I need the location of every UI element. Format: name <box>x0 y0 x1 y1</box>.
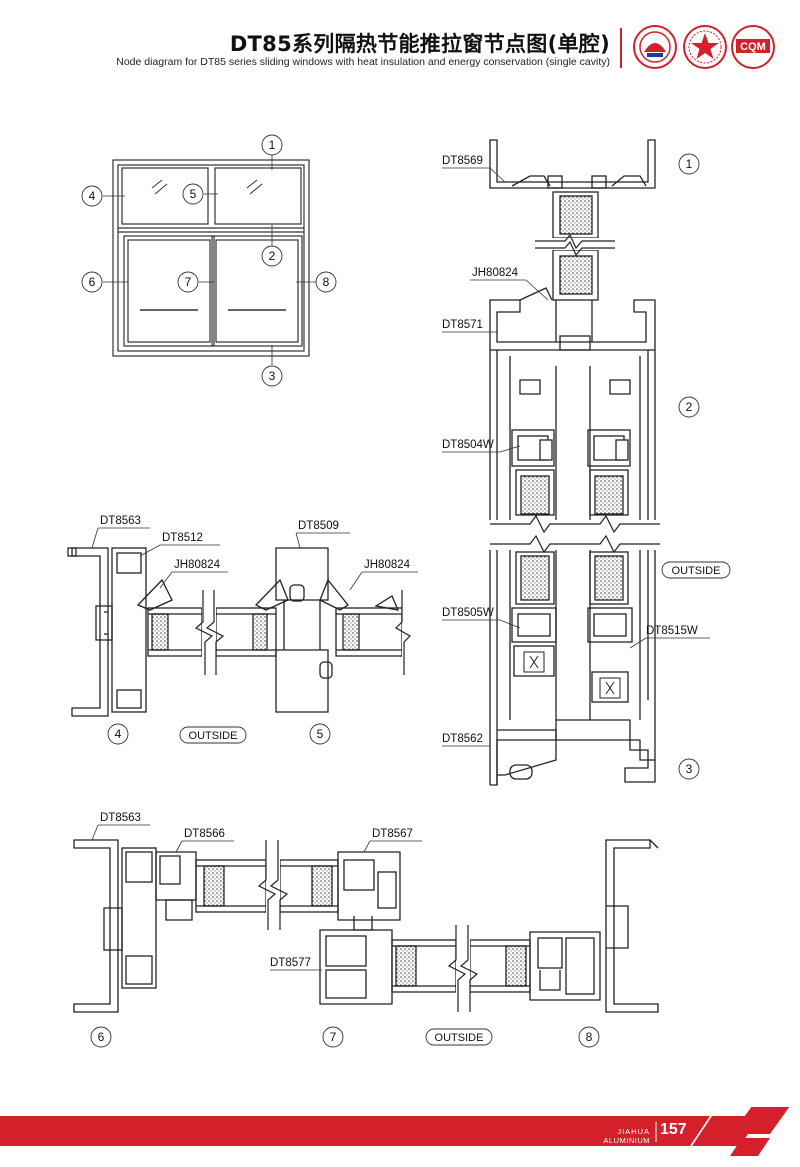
callout-6: 6 <box>89 275 96 289</box>
callout-5 <box>182 183 204 205</box>
callout-3: 3 <box>686 762 693 776</box>
callout-5: 5 <box>317 727 324 741</box>
callout-7: 7 <box>185 275 192 289</box>
outside-tags <box>179 561 731 1046</box>
callout-2 <box>261 245 283 267</box>
part-label-dt8505w: DT8505W <box>442 607 494 619</box>
callout-4 <box>107 723 129 745</box>
part-labels: DT8569 JH80824 DT8571 DT8504W DT8505W DT… <box>100 155 698 969</box>
callout-1: 1 <box>686 157 693 171</box>
callout-6: 6 <box>98 1030 105 1044</box>
part-label-dt8562: DT8562 <box>442 733 483 745</box>
callout-1 <box>678 153 700 175</box>
part-label-dt8509: DT8509 <box>298 520 339 532</box>
page-number: 157 <box>660 1121 687 1138</box>
part-label-jh80824: JH80824 <box>174 559 221 571</box>
break-lines-4-5 <box>194 590 416 675</box>
page-title: DT85系列隔热节能推拉窗节点图(单腔) <box>229 32 610 56</box>
part-label-dt8504w: DT8504W <box>442 439 494 451</box>
part-label-dt8515w: DT8515W <box>646 625 698 637</box>
callout-2: 2 <box>269 249 276 263</box>
part-label-jh80824: JH80824 <box>472 267 519 279</box>
callout-8: 8 <box>586 1030 593 1044</box>
part-label-dt8577: DT8577 <box>270 957 311 969</box>
section-6-7-8-leaders <box>91 824 422 971</box>
brand-name-top: JIAHUA <box>617 1127 650 1136</box>
callout-3 <box>261 365 283 387</box>
header-divider <box>620 28 622 68</box>
callout-5 <box>309 723 331 745</box>
footer-band <box>0 1107 790 1156</box>
callout-5: 5 <box>190 187 197 201</box>
callout-7 <box>322 1026 344 1048</box>
section-6-7-8 <box>73 839 659 1013</box>
callout-3 <box>678 758 700 780</box>
callout-8 <box>315 271 337 293</box>
vertical-section <box>489 139 656 786</box>
callout-4: 4 <box>89 189 96 203</box>
outside-label: OUTSIDE <box>672 565 721 577</box>
brand-name-bottom: ALUMINIUM <box>603 1136 650 1145</box>
callout-4: 4 <box>115 727 122 741</box>
outside-label: OUTSIDE <box>189 730 238 742</box>
star-badge-icon <box>683 25 727 69</box>
elevation-leaders <box>103 155 316 365</box>
callout-2: 2 <box>686 400 693 414</box>
callouts <box>81 134 700 1048</box>
callout-6 <box>81 271 103 293</box>
section-4-5 <box>67 547 403 717</box>
vertical-section-leaders <box>442 167 710 747</box>
callout-7: 7 <box>330 1030 337 1044</box>
part-label-jh80824: JH80824 <box>364 559 411 571</box>
part-label-dt8571: DT8571 <box>442 319 483 331</box>
callout-8: 8 <box>323 275 330 289</box>
callout-7 <box>177 271 199 293</box>
part-label-dt8567: DT8567 <box>372 828 413 840</box>
part-label-dt8512: DT8512 <box>162 532 203 544</box>
section-4-5-leaders <box>91 527 418 591</box>
break-lines-vertical <box>490 233 660 554</box>
callout-3: 3 <box>269 369 276 383</box>
part-label-dt8563: DT8563 <box>100 812 141 824</box>
cqm-logo-icon: CQM <box>731 25 775 69</box>
callout-4 <box>81 185 103 207</box>
outside-label: OUTSIDE <box>435 1032 484 1044</box>
callout-8 <box>578 1026 600 1048</box>
break-lines-6-7-8 <box>257 840 479 1015</box>
part-label-dt8563: DT8563 <box>100 515 141 527</box>
callout-1: 1 <box>269 138 276 152</box>
window-elevation <box>112 159 310 357</box>
part-label-dt8569: DT8569 <box>442 155 483 167</box>
callout-6 <box>90 1026 112 1048</box>
callout-2 <box>678 396 700 418</box>
part-label-dt8566: DT8566 <box>184 828 225 840</box>
callout-numbers: 1 4 5 2 6 7 8 3 1 2 3 4 5 6 7 8 <box>89 138 693 1044</box>
seal-icon <box>633 25 677 69</box>
callout-1 <box>261 134 283 156</box>
svg-text:CQM: CQM <box>740 41 766 53</box>
page-subtitle: Node diagram for DT85 series sliding win… <box>116 56 610 68</box>
